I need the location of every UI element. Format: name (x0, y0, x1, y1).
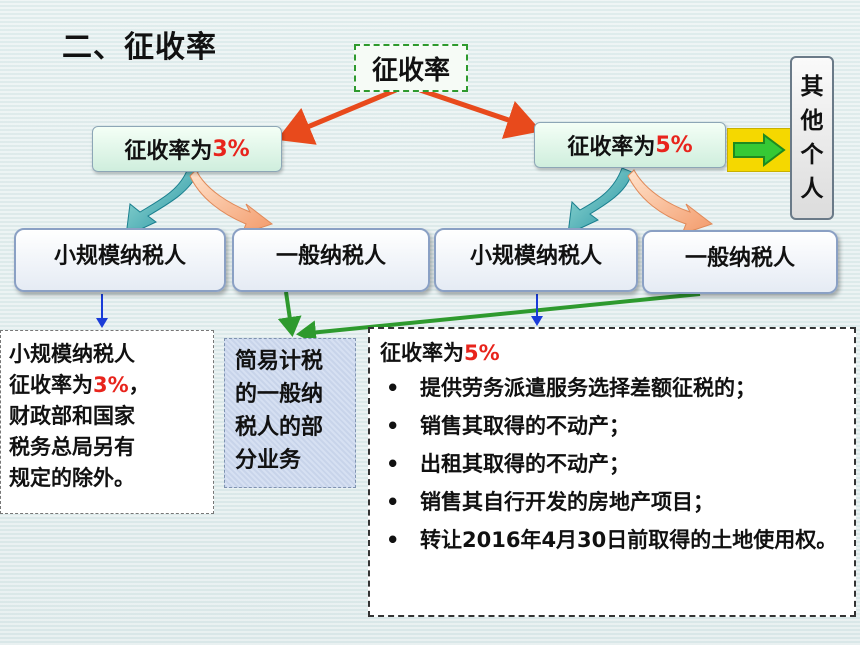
note-line: 税人的部 (235, 415, 324, 440)
bullet-icon: • (386, 490, 400, 514)
note-line: 财政部和国家 (9, 404, 135, 428)
bullet-icon: • (386, 452, 400, 476)
page-title: 二、征收率 (62, 30, 217, 65)
note-line: 简易计税 (235, 349, 324, 374)
list-item: •销售其取得的不动产； (380, 411, 844, 442)
note-rate-5-list: 征收率为5% •提供劳务派遣服务选择差额征税的； •销售其取得的不动产； •出租… (368, 327, 856, 617)
list-item: •销售其自行开发的房地产项目； (380, 487, 844, 518)
note-line: 税务总局另有 (9, 435, 135, 459)
peach-curved-arrow-right (627, 169, 714, 235)
note-line: 小规模纳税人 (9, 342, 135, 366)
note-line: 的一般纳 (235, 382, 324, 407)
green-line-left-general (277, 291, 302, 337)
rate-value: 3% (212, 136, 250, 162)
arrow-block-to-other (727, 128, 791, 172)
red-arrow-right (419, 87, 542, 139)
note-small-scale-3: 小规模纳税人 征收率为3%， 财政部和国家 税务总局另有 规定的除外。 (0, 330, 214, 514)
list-item: •提供劳务派遣服务选择差额征税的； (380, 373, 844, 404)
bullet-icon: • (386, 376, 400, 400)
other-person-node: 其 他 个 人 (790, 56, 834, 220)
teal-curved-arrow-right (567, 167, 633, 235)
rate-value: 5% (655, 132, 693, 158)
category-small-scale-right: 小规模纳税人 (434, 228, 638, 292)
other-person-char: 其 (800, 74, 824, 100)
note-heading: 征收率为5% (380, 341, 500, 365)
green-line-right-general (296, 292, 701, 345)
other-person-char: 他 (800, 108, 824, 134)
note-line: 规定的除外。 (9, 466, 135, 490)
list-item: •转让2016年4月30日前取得的土地使用权。 (380, 525, 844, 556)
note-line: 征收率为3%， (9, 373, 150, 397)
root-node: 征收率 (354, 44, 468, 92)
note-simplified-general: 简易计税 的一般纳 税人的部 分业务 (224, 338, 356, 488)
category-general-right: 一般纳税人 (642, 230, 838, 294)
rate-label: 征收率为 (567, 135, 656, 160)
bullet-icon: • (386, 414, 400, 438)
green-right-arrow-icon (733, 133, 786, 167)
teal-curved-arrow-left (125, 167, 199, 237)
note-line: 分业务 (235, 448, 302, 473)
other-person-char: 个 (800, 142, 824, 168)
category-general-left: 一般纳税人 (232, 228, 430, 292)
category-small-scale-left: 小规模纳税人 (14, 228, 226, 292)
bullet-icon: • (386, 528, 400, 552)
other-person-char: 人 (800, 176, 824, 202)
peach-curved-arrow-left (189, 169, 274, 235)
rate-5-items: •提供劳务派遣服务选择差额征税的； •销售其取得的不动产； •出租其取得的不动产… (380, 373, 844, 556)
rate-label: 征收率为 (124, 139, 213, 164)
list-item: •出租其取得的不动产； (380, 449, 844, 480)
red-arrow-left (276, 87, 397, 145)
